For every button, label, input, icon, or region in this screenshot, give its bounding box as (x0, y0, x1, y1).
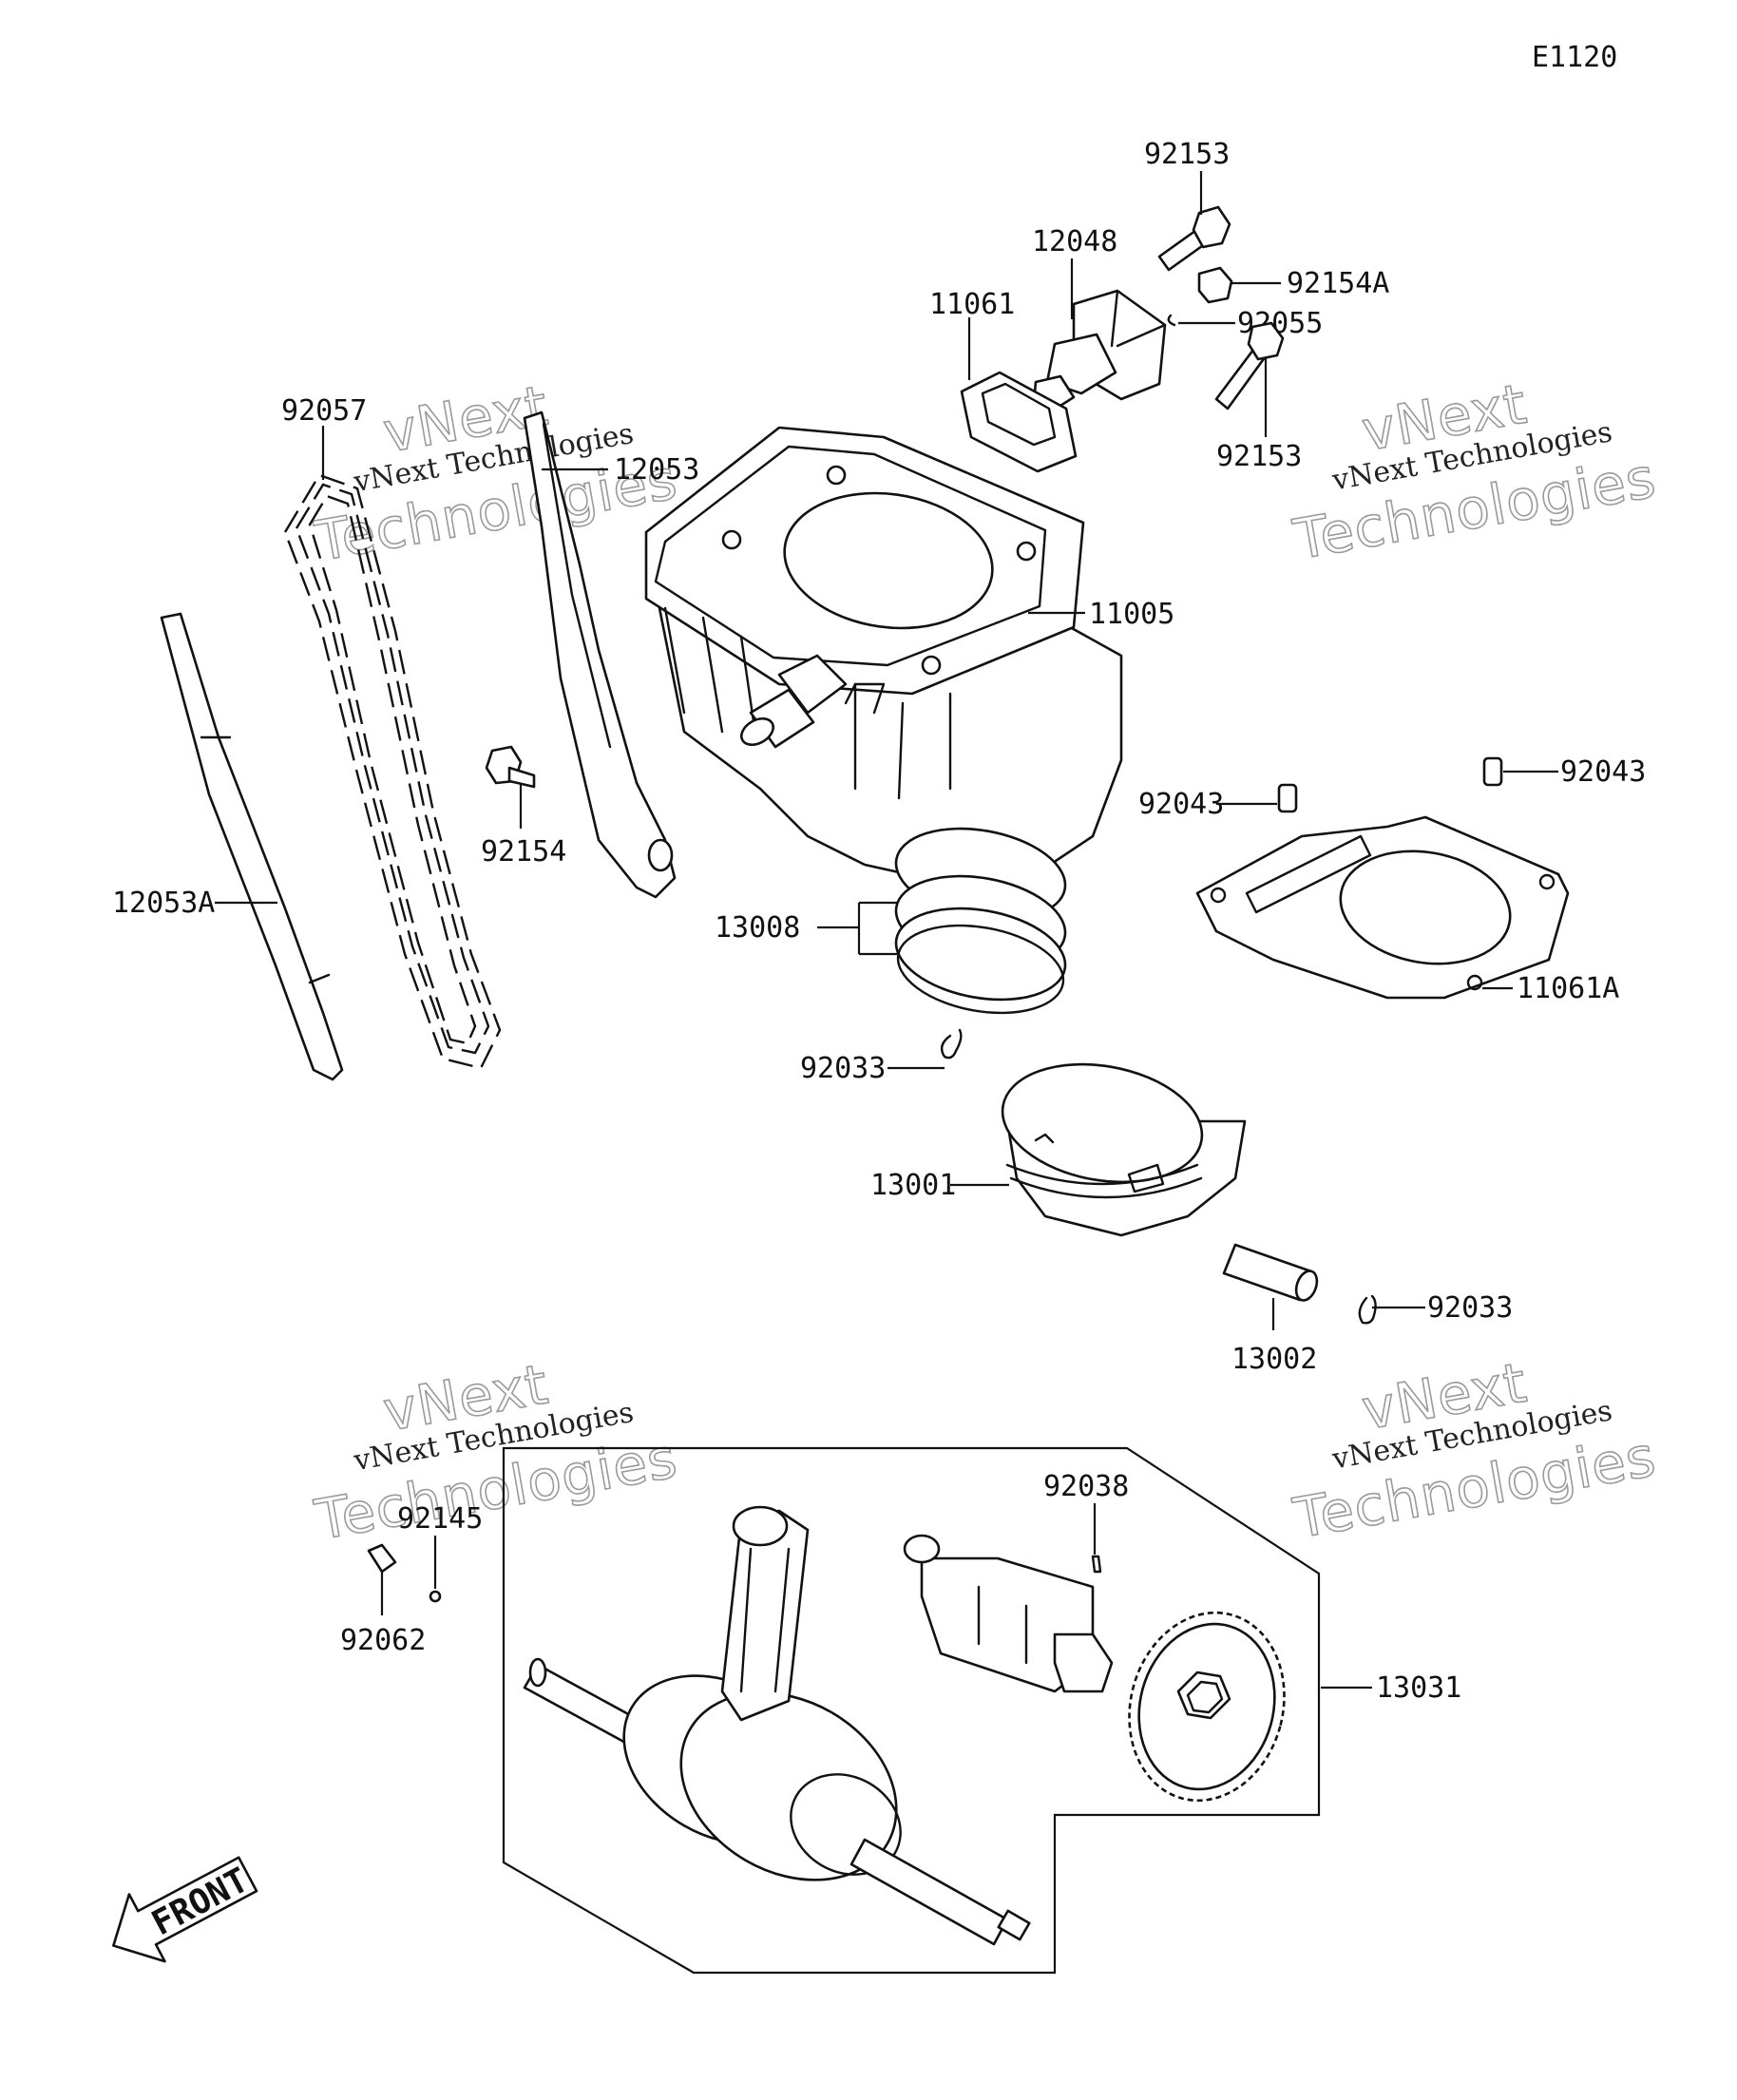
bolt-92154-drawing (485, 745, 536, 789)
part-label-12053a: 12053A (112, 887, 215, 920)
part-label-92057: 92057 (281, 394, 367, 428)
base-gasket-11061a-drawing (1195, 815, 1570, 1000)
part-label-92062: 92062 (340, 1624, 426, 1657)
bolt-92153-lower-drawing (1214, 321, 1285, 410)
clip-92033-right-drawing (1358, 1294, 1377, 1325)
front-direction-arrow: FRONT (112, 1856, 258, 1963)
dowel-92043-right-drawing (1482, 756, 1503, 787)
balancer-shaft-drawing (903, 1534, 1114, 1693)
piston-13001-drawing (1001, 1062, 1247, 1237)
part-label-13008: 13008 (715, 911, 800, 945)
clip-92033-left-drawing (940, 1028, 963, 1060)
balancer-gear-drawing (1128, 1611, 1286, 1803)
crankshaft-assembly-outline (502, 1446, 1321, 1975)
key-92038-drawing (1091, 1555, 1102, 1574)
part-label-92153-upper: 92153 (1144, 138, 1230, 171)
part-label-12053: 12053 (614, 453, 699, 487)
piston-rings-13008-drawing (894, 827, 1067, 1015)
part-label-11061a: 11061A (1517, 972, 1619, 1005)
part-label-92145: 92145 (397, 1502, 483, 1536)
tensioner-12048-drawing (1032, 289, 1167, 412)
cam-chain-92057-drawing (283, 473, 502, 1070)
dowel-92043-left-drawing (1277, 783, 1298, 813)
watermark-bottom-right: vNext vNext Technologies Technologies (1288, 1349, 1661, 1552)
watermark-top-right: vNext vNext Technologies Technologies (1288, 371, 1661, 573)
part-label-92043-left: 92043 (1138, 788, 1224, 821)
part-label-92033-right: 92033 (1427, 1291, 1513, 1325)
watermark-bottom-left: vNext vNext Technologies Technologies (309, 1351, 682, 1554)
chain-guide-12053a-drawing (160, 612, 344, 1081)
crankshaft-13031-drawing (523, 1505, 1031, 1946)
gasket-11061-drawing (960, 371, 1078, 473)
ball-92145-drawing (429, 1590, 442, 1603)
part-label-13031: 13031 (1376, 1671, 1461, 1705)
svg-text:FRONT: FRONT (145, 1861, 255, 1943)
washer-92154a-drawing (1197, 266, 1233, 304)
part-label-92043-right: 92043 (1560, 755, 1646, 789)
part-label-92154: 92154 (481, 835, 566, 869)
part-label-92033-left: 92033 (800, 1052, 886, 1085)
part-label-92153-lower: 92153 (1216, 440, 1302, 473)
diagram-code: E1120 (1532, 41, 1617, 74)
part-label-13001: 13001 (870, 1169, 956, 1202)
chain-guide-12053-drawing (523, 410, 677, 899)
part-label-13002: 13002 (1231, 1343, 1317, 1376)
bolt-92062-drawing (367, 1543, 397, 1574)
bolt-92153-upper-drawing (1157, 205, 1231, 272)
piston-pin-13002-drawing (1222, 1243, 1319, 1302)
part-label-92038: 92038 (1043, 1470, 1129, 1503)
part-label-11005: 11005 (1089, 598, 1174, 631)
part-label-11061: 11061 (929, 288, 1015, 321)
part-label-92154a: 92154A (1287, 267, 1389, 300)
cylinder-11005-drawing (644, 426, 1123, 886)
part-label-12048: 12048 (1032, 225, 1117, 258)
